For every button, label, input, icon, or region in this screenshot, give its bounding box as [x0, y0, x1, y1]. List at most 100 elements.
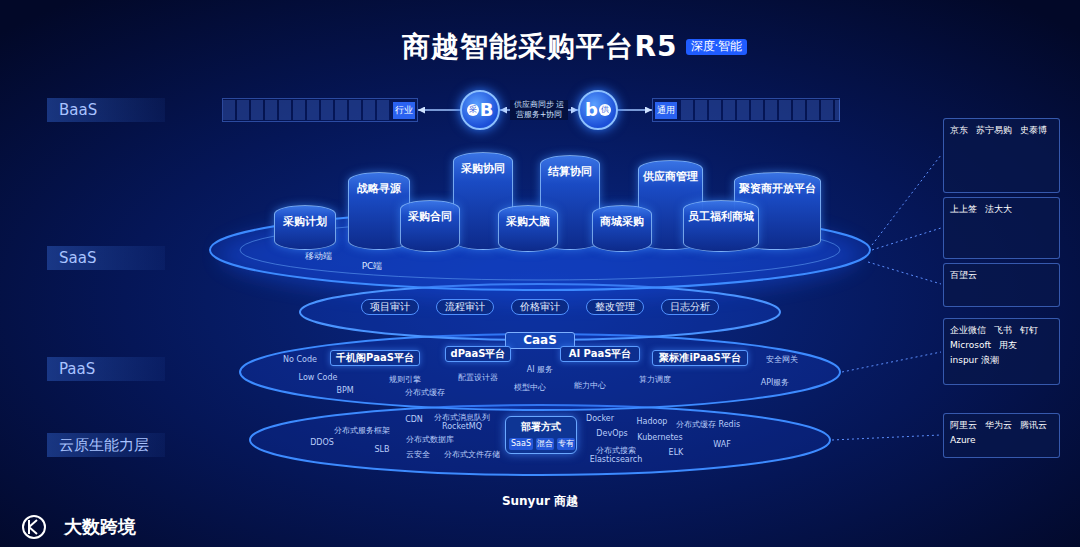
audit-pill: 流程审计	[436, 299, 494, 315]
partner-panel-text: 钉钉	[1020, 325, 1038, 336]
module-cylinder: 员工福利商城	[683, 200, 759, 252]
audit-pill-text: 流程审计	[445, 301, 485, 313]
partner-panel-text: 企业微信	[950, 325, 986, 336]
partner-panel: 京东苏宁易购史泰博	[943, 118, 1060, 193]
audit-pill-text: 整改管理	[595, 301, 635, 313]
tech-label: 分布式缓存 Redis	[676, 420, 740, 429]
connector	[418, 109, 460, 111]
deploy-option-text: 混合	[537, 439, 553, 449]
audit-pill: 整改管理	[586, 299, 644, 315]
partner-panel-text: 史泰博	[1020, 125, 1047, 136]
paas-platform: 聚标准iPaaS平台	[652, 350, 748, 366]
tech-label: 分布式消息队列 RocketMQ	[429, 413, 495, 431]
leader-line	[842, 352, 941, 372]
caas-badge-text: CaaS	[523, 333, 557, 347]
module-cylinder-text: 供应商管理	[643, 170, 698, 183]
layer-band-text: 云原生能力层	[59, 436, 149, 454]
module-strip: 通用	[652, 98, 840, 122]
platform-circle-text: B	[480, 99, 494, 121]
partner-panel: 上上签法大大	[943, 197, 1060, 259]
tech-label: WAF	[713, 440, 731, 449]
platform-circle: b供	[578, 90, 618, 130]
partner-panel-text: Azure	[950, 435, 976, 446]
main-title: 商越智能采购平台R5	[402, 28, 677, 66]
tech-label: API服务	[761, 378, 790, 387]
audit-pill-text: 日志分析	[670, 301, 710, 313]
module-cylinder-text: 采购合同	[408, 210, 452, 223]
audit-pill: 价格审计	[511, 299, 569, 315]
partner-panel: 阿里云华为云腾讯云 Azure	[943, 413, 1060, 458]
logo-mark	[29, 520, 37, 534]
partner-panel-text: inspur 浪潮	[950, 355, 999, 366]
leader-line	[868, 262, 941, 284]
module-cylinder-text: 员工福利商城	[688, 210, 754, 223]
tech-label: DDOS	[310, 438, 334, 447]
deploy-box: 部署方式 SaaS 混合专有	[505, 416, 577, 454]
module-cylinder-text: 聚资商开放平台	[739, 182, 816, 195]
baas-cells	[222, 98, 390, 122]
deploy-option-text: 专有	[558, 439, 574, 449]
paas-platform-text: 千机阁PaaS平台	[336, 352, 414, 364]
tech-label: SLB	[374, 445, 389, 454]
paas-platform-text: 聚标准iPaaS平台	[659, 352, 740, 364]
tech-label: PC端	[362, 261, 383, 271]
layer-band: BaaS	[47, 98, 165, 122]
tech-label: AI 服务	[527, 365, 553, 374]
tech-label: CDN	[405, 415, 423, 424]
tech-label: BPM	[336, 386, 353, 395]
layer-band-text: PaaS	[59, 360, 95, 378]
connector	[618, 109, 652, 111]
tech-label: Low Code	[299, 373, 338, 382]
tech-label: ELK	[669, 448, 684, 457]
tech-label: 分布式数据库	[406, 435, 454, 444]
platform-circle-text: b	[585, 99, 598, 121]
tech-label: 模型中心	[514, 383, 546, 392]
baas-cells	[680, 98, 840, 122]
connector-label: 供应商同步 运营服务+协同	[510, 100, 568, 119]
module-cylinder-text: 结算协同	[548, 165, 592, 178]
partner-panel-text: 华为云	[985, 420, 1012, 431]
partner-panel-text: 用友	[999, 340, 1017, 351]
module-cylinder-text: 采购协同	[461, 162, 505, 175]
platform-circle-text: 采	[467, 104, 479, 116]
module-cylinder: 商城采购	[592, 205, 652, 252]
module-strip-text: 通用	[655, 102, 677, 119]
title-badge: 深度·智能	[686, 39, 748, 55]
deploy-option: SaaS	[509, 438, 533, 450]
platform-circle-text: 供	[599, 104, 611, 116]
deploy-option-text: SaaS	[511, 439, 531, 449]
tech-label: No Code	[283, 355, 317, 364]
partner-panel-text: 阿里云	[950, 420, 977, 431]
brand-text: 大数跨境	[64, 517, 136, 538]
module-cylinder-text: 采购计划	[283, 215, 327, 228]
partner-leaders	[832, 155, 941, 440]
tech-label: 规则引擎	[389, 375, 421, 384]
tech-label: 分布式服务框架	[334, 426, 390, 435]
paas-platform: dPaaS平台	[445, 346, 511, 362]
deploy-box-text: 部署方式	[521, 421, 561, 433]
partner-panel-text: 百望云	[950, 270, 977, 281]
tech-label: Docker	[586, 414, 614, 423]
tech-label: 分布式缓存	[405, 388, 445, 397]
partner-panel-text: 腾讯云	[1020, 420, 1047, 431]
layer-band: 云原生能力层	[47, 433, 165, 457]
module-cylinder-text: 战略寻源	[357, 182, 401, 195]
audit-pill: 日志分析	[661, 299, 719, 315]
module-cylinder: 采购计划	[274, 205, 336, 250]
tech-label: Kubernetes	[637, 433, 682, 442]
tech-label: Hadoop	[637, 417, 668, 426]
paas-platform: 千机阁PaaS平台	[330, 350, 420, 366]
paas-platform-text: AI PaaS平台	[569, 348, 632, 360]
cloud-disc	[250, 405, 830, 475]
layer-band: PaaS	[47, 357, 165, 381]
watermark-logo	[23, 516, 45, 538]
module-cylinder-text: 商城采购	[600, 215, 644, 228]
platform-circle: 采B	[460, 90, 500, 130]
deploy-option: 混合	[536, 438, 554, 450]
module-cylinder-text: 采购大脑	[506, 215, 550, 228]
